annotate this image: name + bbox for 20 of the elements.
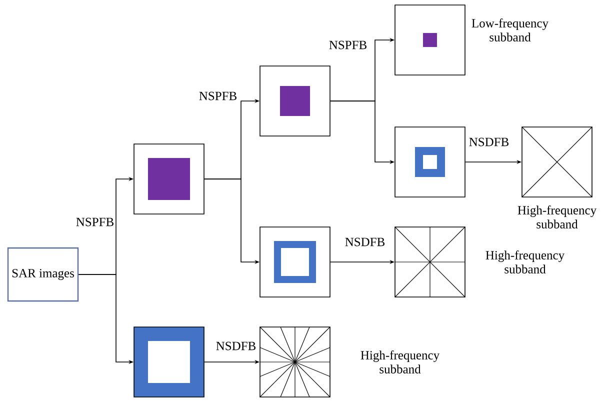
subband-image: [134, 326, 204, 398]
edge-label: NSDFB: [214, 340, 258, 352]
subband-image: [394, 226, 466, 298]
edge-label: NSDFB: [468, 136, 510, 148]
edge-label: NSPFB: [74, 216, 116, 228]
edge-label: NSPFB: [328, 40, 368, 50]
subband-image: [260, 326, 330, 398]
subband-label: High-frequency subband: [518, 206, 596, 228]
subband-image: [522, 126, 592, 198]
subband-label: Low-frequency subband: [472, 18, 548, 42]
edge-label: NSDFB: [344, 236, 386, 248]
subband-image: [394, 4, 466, 76]
subband-label: High-frequency subband: [486, 250, 565, 274]
edge-label: NSPFB: [198, 90, 238, 102]
subband-image: [134, 144, 204, 214]
subband-label: High-frequency subband: [360, 350, 440, 374]
subband-image: [394, 126, 466, 198]
input-box: SAR images: [7, 247, 79, 302]
subband-image: [260, 66, 330, 136]
subband-image: [260, 226, 330, 298]
